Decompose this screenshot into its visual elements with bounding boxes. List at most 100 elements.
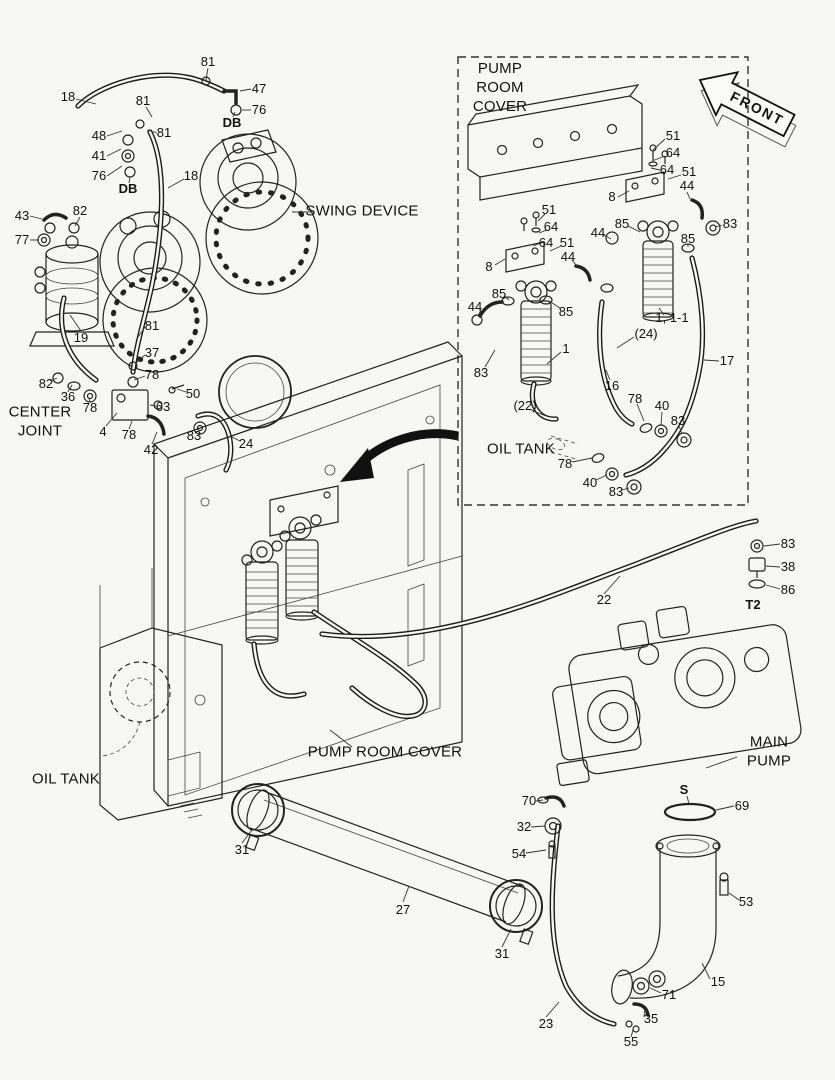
detail-pointer-arrow: [340, 429, 459, 482]
part-37: 37: [144, 344, 160, 360]
part-41: 41: [91, 147, 107, 163]
part-86: 86: [780, 581, 796, 597]
inset-brackets: [505, 144, 669, 273]
part-81-a: 81: [200, 53, 216, 69]
return-filter-group: [241, 485, 339, 645]
part-18-b: 18: [183, 167, 199, 183]
o-ring-69: [663, 802, 717, 822]
marker-s: S: [679, 781, 689, 797]
part-22-ref: (22): [513, 397, 537, 413]
part-76-a: 76: [251, 101, 267, 117]
inset-oil-tank-stub: [546, 435, 579, 460]
part-51-d: 51: [559, 234, 575, 250]
part-8-a: 8: [608, 188, 616, 204]
front-arrow: [698, 70, 797, 148]
label-main-pump: MAIN PUMP: [746, 733, 792, 769]
part-44-c: 44: [560, 248, 576, 264]
part-64-d: 64: [538, 234, 554, 250]
part-15: 15: [710, 973, 726, 989]
suction-elbow-group: [611, 802, 729, 1005]
part-64-a: 64: [665, 144, 681, 160]
part-47: 47: [251, 80, 267, 96]
part-69: 69: [734, 797, 750, 813]
part-16: 16: [604, 377, 620, 393]
part-83-d: 83: [670, 412, 686, 428]
center-joint-group: [29, 235, 115, 347]
inset-fittings: [471, 198, 721, 495]
valve-block-group: [52, 361, 207, 436]
part-44-d: 44: [467, 298, 483, 314]
part-17: 17: [719, 352, 735, 368]
part-83-f: 83: [780, 535, 796, 551]
part-85-a: 85: [614, 215, 630, 231]
suction-tube-group: [231, 783, 543, 946]
main-pump-group: [552, 605, 802, 787]
part-32: 32: [516, 818, 532, 834]
part-77: 77: [14, 231, 30, 247]
leader-lines: [29, 67, 781, 1038]
inset-detail-panel: [457, 56, 749, 506]
part-31-b: 31: [494, 945, 510, 961]
part-83-e: 83: [608, 483, 624, 499]
part-40-a: 40: [654, 397, 670, 413]
part-83-b: 83: [722, 215, 738, 231]
part-64-c: 64: [543, 218, 559, 234]
part-22: 22: [596, 591, 612, 607]
part-8-b: 8: [485, 258, 493, 274]
part-51-b: 51: [681, 163, 697, 179]
part-85-b: 85: [680, 230, 696, 246]
part-51-c: 51: [541, 201, 557, 217]
part-78-e: 78: [557, 455, 573, 471]
part-40-b: 40: [582, 474, 598, 490]
inset-filters: [515, 220, 679, 386]
part-42: 42: [143, 441, 159, 457]
drain-fitting-group: [748, 539, 766, 589]
part-85-d: 85: [491, 285, 507, 301]
part-48: 48: [91, 127, 107, 143]
label-oil-tank-inset: OIL TANK: [486, 440, 556, 458]
part-78-b: 78: [82, 399, 98, 415]
label-inset-title: PUMP ROOM COVER: [472, 59, 528, 115]
part-18-a: 18: [60, 88, 76, 104]
part-85-c: 85: [558, 303, 574, 319]
part-63: 63: [155, 398, 171, 414]
part-55: 55: [623, 1033, 639, 1049]
part-78-c: 78: [121, 426, 137, 442]
part-53: 53: [738, 893, 754, 909]
inset-cover-drawing: [467, 84, 643, 201]
part-38: 38: [780, 558, 796, 574]
part-27: 27: [395, 901, 411, 917]
part-43: 43: [14, 207, 30, 223]
part-78-a: 78: [144, 366, 160, 382]
part-31-a: 31: [234, 841, 250, 857]
swing-device-group: [99, 129, 319, 373]
part-23: 23: [538, 1015, 554, 1031]
part-76-b: 76: [91, 167, 107, 183]
part-70: 70: [521, 792, 537, 808]
part-1: 1: [562, 340, 570, 356]
part-35: 35: [643, 1010, 659, 1026]
part-71: 71: [661, 986, 677, 1002]
part-81-c: 81: [156, 124, 172, 140]
part-1-11: 1, 1-1: [655, 309, 689, 325]
part-50: 50: [185, 385, 201, 401]
part-81-b: 81: [135, 92, 151, 108]
part-51-a: 51: [665, 127, 681, 143]
label-oil-tank: OIL TANK: [31, 770, 101, 788]
part-82-b: 82: [38, 375, 54, 391]
part-24: 24: [238, 435, 254, 451]
label-swing-device: SWING DEVICE: [305, 202, 419, 220]
part-78-d: 78: [627, 390, 643, 406]
part-19: 19: [73, 329, 89, 345]
part-4: 4: [99, 423, 107, 439]
label-front: FRONT: [727, 87, 787, 129]
oil-tank-group: [99, 568, 223, 821]
part-64-b: 64: [659, 161, 675, 177]
part-83-a: 83: [186, 427, 202, 443]
pipe-fittings-group: [537, 795, 666, 1033]
part-82-a: 82: [72, 202, 88, 218]
part-81-d: 81: [144, 317, 160, 333]
